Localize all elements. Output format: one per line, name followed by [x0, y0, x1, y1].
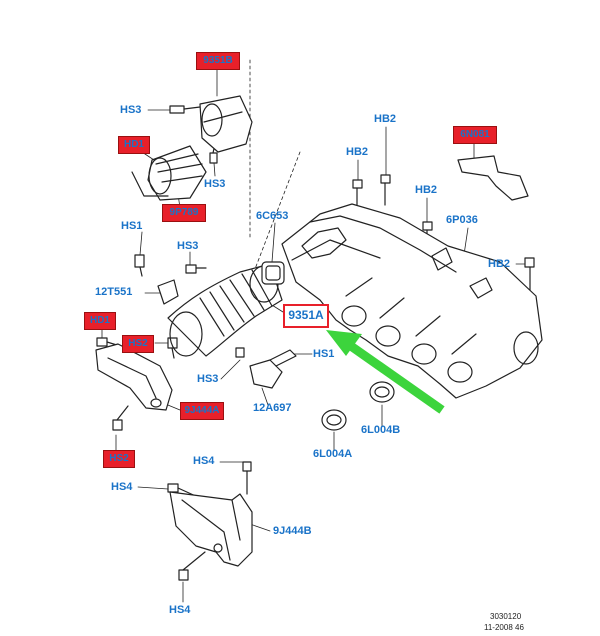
gasket-6c653-part [261, 261, 285, 285]
part-label-9p789: 9P789 [162, 204, 206, 222]
sensor-12t551-part [157, 279, 179, 305]
reference-number: 3030120 [490, 612, 522, 621]
fastener-label-hs3: HS3 [204, 178, 226, 190]
fastener-label-hb2: HB2 [374, 113, 397, 125]
part-label-9351b: 9351B [196, 52, 240, 70]
fastener-label-hs4: HS4 [193, 455, 215, 467]
throttle-adapter-part [199, 95, 253, 153]
part-label-12a697: 12A697 [253, 402, 292, 414]
part-label-9j444a: 9J444A [180, 402, 224, 420]
part-label-6l004a: 6L004A [313, 448, 353, 460]
fastener-label-hs3: HS3 [120, 104, 142, 116]
fastener-label-hb2: HB2 [415, 184, 438, 196]
part-label-6n081: 6N081 [453, 126, 497, 144]
bracket-6n081-part [457, 155, 529, 201]
seal-6l004a-part [321, 409, 347, 431]
bracket-9j444b-part [169, 491, 253, 567]
intake-hose-part [131, 145, 207, 201]
fastener-label-hs1: HS1 [313, 348, 335, 360]
bracket-9j444a-part [95, 343, 173, 411]
part-label-hs2: HS2 [122, 335, 154, 353]
fastener-label-hs3: HS3 [197, 373, 219, 385]
sensor-12a697-part [249, 359, 283, 389]
seal-6l004b-part [369, 381, 395, 403]
intake-manifold-part [281, 203, 543, 399]
part-label-12t551: 12T551 [95, 286, 133, 298]
part-label-9j444b: 9J444B [273, 525, 312, 537]
part-label-hd1: HD1 [118, 136, 150, 154]
date-code: 11-2008 46 [484, 623, 524, 632]
fastener-label-hs4: HS4 [169, 604, 191, 616]
part-label-6l004b: 6L004B [361, 424, 401, 436]
fastener-label-hs3: HS3 [177, 240, 199, 252]
part-label-6p036: 6P036 [446, 214, 478, 226]
fastener-label-hb2: HB2 [346, 146, 369, 158]
part-label-9351a-highlighted: 9351A [283, 304, 329, 328]
part-label-hd1: HD1 [84, 312, 116, 330]
highlight-arrow [326, 330, 445, 414]
part-label-hs2: HS2 [103, 450, 135, 468]
bolt-icons [96, 105, 535, 581]
fastener-label-hs4: HS4 [111, 481, 133, 493]
fastener-label-hb2: HB2 [488, 258, 511, 270]
part-label-6c653: 6C653 [256, 210, 289, 222]
fastener-label-hs1: HS1 [121, 220, 143, 232]
